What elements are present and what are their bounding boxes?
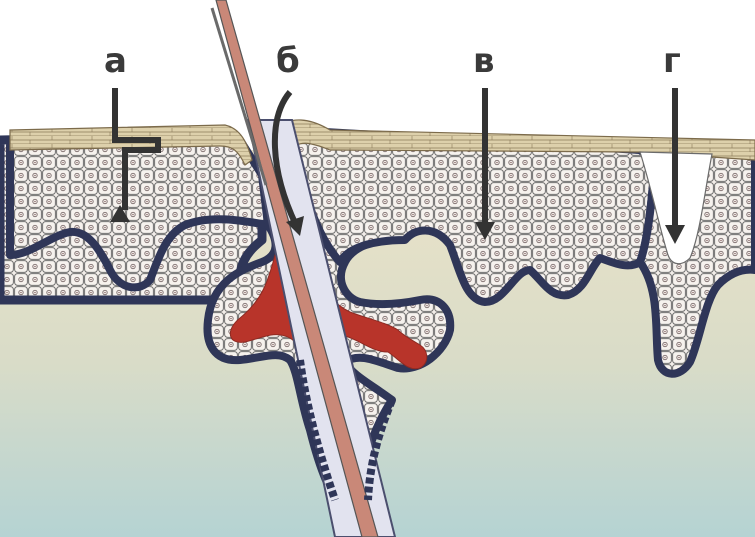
label-v: в [473, 41, 495, 81]
label-g: г [663, 41, 681, 81]
label-a: а [104, 41, 127, 81]
label-b: б [276, 41, 300, 81]
